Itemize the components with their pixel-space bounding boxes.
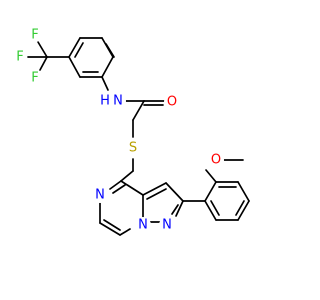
atom-f3: F bbox=[28, 71, 42, 86]
bond bbox=[132, 100, 145, 121]
bond bbox=[120, 170, 134, 182]
atom-o-carbonyl-label: O bbox=[167, 95, 177, 110]
bond bbox=[237, 200, 250, 221]
atom-nh-label: N bbox=[113, 94, 123, 109]
bond bbox=[68, 56, 81, 78]
bond bbox=[37, 41, 48, 58]
atom-s-label: S bbox=[129, 141, 137, 156]
atom-nh: N bbox=[110, 93, 126, 109]
bond bbox=[175, 200, 184, 217]
molecule-diagram: F F F N H O S bbox=[13, 27, 250, 236]
atom-f2-label: F bbox=[16, 50, 23, 65]
atom-o-methoxy: O bbox=[208, 152, 224, 168]
bond bbox=[204, 181, 217, 202]
atom-o-methoxy-label: O bbox=[211, 153, 221, 168]
atom-n-pyrazine: N bbox=[92, 187, 108, 203]
atom-n-pyrazole: N bbox=[159, 217, 175, 233]
atom-n-pyrazole-label: N bbox=[162, 218, 172, 233]
atom-n-bridge-label: N bbox=[138, 218, 148, 233]
bond bbox=[101, 56, 114, 78]
bond bbox=[68, 37, 81, 58]
bond bbox=[210, 200, 220, 216]
bond bbox=[105, 43, 115, 58]
atom-s: S bbox=[125, 140, 141, 156]
bond bbox=[171, 204, 179, 215]
bond bbox=[146, 188, 167, 200]
bond bbox=[205, 169, 217, 183]
bond bbox=[112, 184, 126, 194]
bond bbox=[99, 222, 121, 236]
structure-drawing: F F F N H O S bbox=[13, 27, 250, 236]
bond bbox=[103, 219, 121, 231]
atom-f2: F bbox=[13, 50, 27, 65]
bond bbox=[237, 181, 250, 202]
atom-n-bridge: N bbox=[135, 217, 151, 233]
atom-f1: F bbox=[28, 28, 42, 43]
atom-f3-label: F bbox=[31, 71, 38, 86]
bond bbox=[142, 182, 167, 196]
bond bbox=[235, 200, 245, 216]
bond bbox=[120, 180, 144, 196]
bond bbox=[101, 76, 109, 91]
atom-h-label: H bbox=[100, 94, 110, 109]
bond bbox=[165, 182, 184, 202]
bond-layer bbox=[27, 37, 250, 236]
bond bbox=[119, 228, 131, 236]
atom-h: H bbox=[100, 92, 113, 109]
bond bbox=[109, 180, 122, 190]
atom-f1-label: F bbox=[31, 28, 38, 43]
atom-n-pyrazine-label: N bbox=[95, 188, 105, 203]
atom-o-carbonyl: O bbox=[164, 94, 180, 110]
bond bbox=[204, 200, 217, 221]
atom-layer: F F F N H O S bbox=[13, 28, 224, 233]
bond bbox=[39, 56, 48, 71]
bond bbox=[74, 42, 84, 58]
